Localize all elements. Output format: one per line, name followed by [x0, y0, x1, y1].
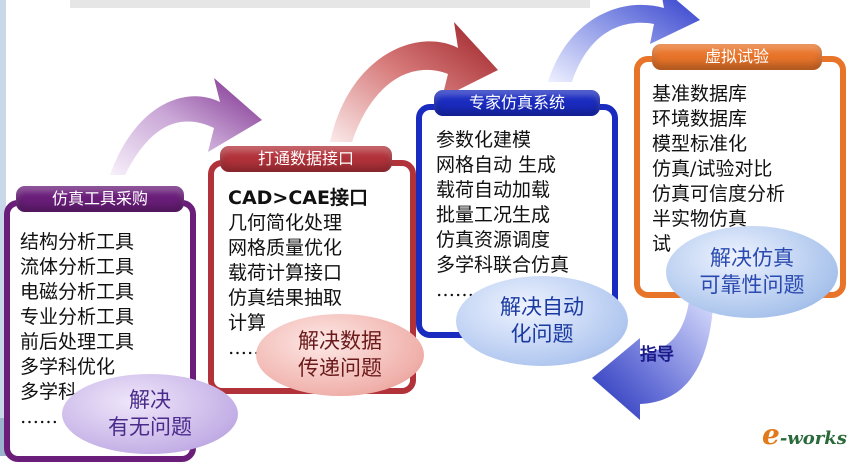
arrow-red-shape: [330, 22, 498, 142]
list-item: 模型标准化: [652, 133, 748, 155]
feedback-label: 指导: [640, 345, 674, 365]
stage-title-procurement: 仿真工具采购: [16, 186, 184, 212]
outcome-bubble-procurement: 解决 有无问题: [62, 374, 238, 454]
list-item: 试: [652, 233, 672, 255]
list-item: 专业分析工具: [20, 306, 135, 328]
stage-list-data-interface: CAD>CAE接口 几何简化处理 网格质量优化 载荷计算接口 仿真结果抽取 计算…: [228, 186, 368, 361]
list-item: 计算: [228, 312, 267, 334]
list-item: 几何简化处理: [228, 212, 343, 234]
list-item: CAD>CAE接口: [228, 187, 368, 209]
stage-title-data-interface: 打通数据接口: [220, 146, 392, 172]
list-item: 仿真结果抽取: [228, 287, 343, 309]
outcome-bubble-virtual-test: 解决仿真 可靠性问题: [666, 226, 838, 318]
list-item: 网格自动 生成: [436, 154, 557, 176]
stage-list-expert-system: 参数化建模 网格自动 生成 载荷自动加载 批量工况生成 仿真资源调度 多学科联合…: [436, 128, 569, 303]
list-item: 多学科联合仿真: [436, 254, 570, 276]
eworks-logo: e-works: [762, 418, 847, 451]
bubble-line: 化问题: [510, 322, 574, 346]
bubble-line: 传递问题: [298, 356, 382, 380]
list-item: 多学科: [20, 381, 78, 403]
list-item: 前后处理工具: [20, 331, 135, 353]
logo-e: e: [762, 418, 780, 451]
outcome-bubble-expert-system: 解决自动 化问题: [456, 276, 628, 366]
list-item: 批量工况生成: [436, 204, 551, 226]
list-item: 仿真资源调度: [436, 229, 551, 251]
stage-list-virtual-test: 基准数据库 环境数据库 模型标准化 仿真/试验对比 仿真可信度分析 半实物仿真 …: [652, 82, 785, 257]
bubble-line: 解决数据: [298, 329, 382, 353]
bubble-line: 解决仿真: [710, 246, 794, 270]
list-item: 载荷计算接口: [228, 262, 343, 284]
list-item: 环境数据库: [652, 108, 748, 130]
list-item: 仿真/试验对比: [652, 158, 773, 180]
stage-title-expert-system: 专家仿真系统: [434, 90, 600, 116]
stage-list-procurement: 结构分析工具 流体分析工具 电磁分析工具 专业分析工具 前后处理工具 多学科优化…: [20, 230, 134, 430]
logo-works: -works: [779, 428, 847, 449]
arrow-purple-shape: [110, 78, 262, 175]
arrow-feedback-shape: [592, 290, 714, 420]
bubble-line: 有无问题: [108, 415, 192, 439]
bubble-line: 解决自动: [500, 295, 584, 319]
list-item: ……: [20, 406, 58, 428]
bubble-line: 解决: [129, 388, 171, 412]
list-item: 半实物仿真: [652, 208, 748, 230]
list-item: 网格质量优化: [228, 237, 343, 259]
list-item: 多学科优化: [20, 356, 116, 378]
list-item: 电磁分析工具: [20, 281, 135, 303]
list-item: 结构分析工具: [20, 231, 135, 253]
arrow-blue-shape: [548, 0, 700, 82]
list-item: 参数化建模: [436, 129, 532, 151]
stage-title-virtual-test: 虚拟试验: [652, 44, 822, 70]
list-item: 载荷自动加载: [436, 179, 551, 201]
list-item: ……: [436, 279, 474, 301]
bubble-line: 可靠性问题: [699, 273, 805, 297]
list-item: 基准数据库: [652, 83, 748, 105]
list-item: 流体分析工具: [20, 256, 135, 278]
outcome-bubble-data-interface: 解决数据 传递问题: [256, 314, 424, 396]
list-item: 仿真可信度分析: [652, 183, 786, 205]
